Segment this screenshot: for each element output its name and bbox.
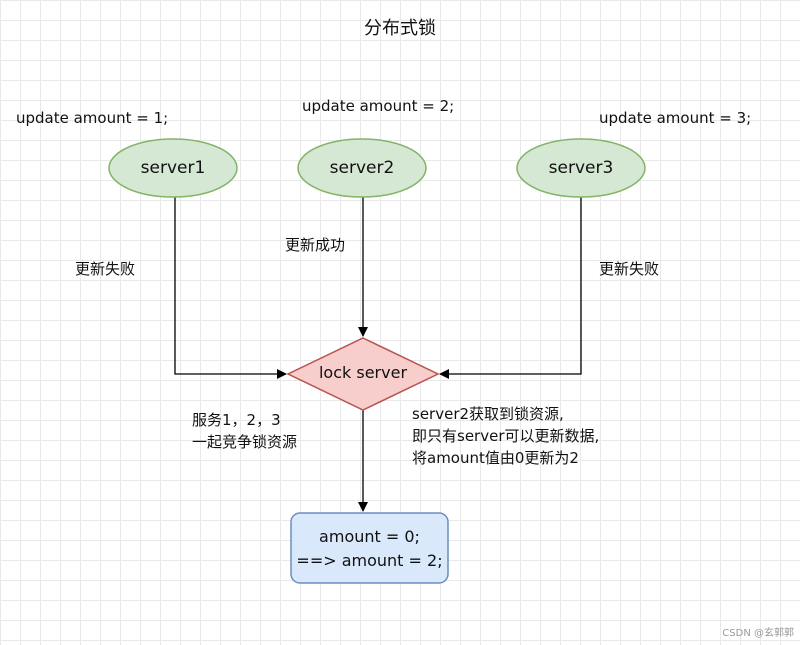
compete-note-line1: 服务1，2，3 bbox=[192, 411, 281, 429]
compete-note: 服务1，2，3 一起竞争锁资源 bbox=[192, 409, 297, 453]
diagram-title: 分布式锁 bbox=[364, 18, 436, 39]
server2-update-label: update amount = 2; bbox=[302, 97, 455, 115]
explain-note-line3: 将amount值由0更新为2 bbox=[412, 449, 579, 467]
server1-label: server1 bbox=[140, 158, 206, 178]
lock-server-label: lock server bbox=[318, 363, 408, 382]
store-line1: amount = 0; bbox=[319, 527, 420, 546]
edge-server1-to-lock bbox=[174, 197, 287, 379]
server3-result-label: 更新失败 bbox=[599, 260, 660, 278]
lock-server-node bbox=[286, 337, 440, 411]
server1-update-label: update amount = 1; bbox=[16, 109, 169, 127]
edge-server3-to-lock bbox=[439, 197, 582, 379]
server3-label: server3 bbox=[548, 158, 614, 178]
server3-node bbox=[516, 138, 646, 198]
server1-node bbox=[108, 138, 238, 198]
compete-note-line2: 一起竞争锁资源 bbox=[192, 433, 298, 451]
explain-note-line1: server2获取到锁资源, bbox=[412, 405, 564, 423]
amount-store-node bbox=[290, 512, 449, 584]
watermark: CSDN @玄郭郭 bbox=[722, 628, 794, 639]
explain-note-line2: 即只有server可以更新数据, bbox=[412, 427, 600, 445]
server2-label: server2 bbox=[329, 158, 395, 178]
store-line2: ==> amount = 2; bbox=[296, 551, 443, 570]
server3-update-label: update amount = 3; bbox=[599, 109, 752, 127]
explain-note: server2获取到锁资源, 即只有server可以更新数据, 将amount值… bbox=[412, 403, 599, 469]
server2-node bbox=[297, 138, 427, 198]
server2-result-label: 更新成功 bbox=[285, 236, 346, 254]
server1-result-label: 更新失败 bbox=[75, 260, 136, 278]
